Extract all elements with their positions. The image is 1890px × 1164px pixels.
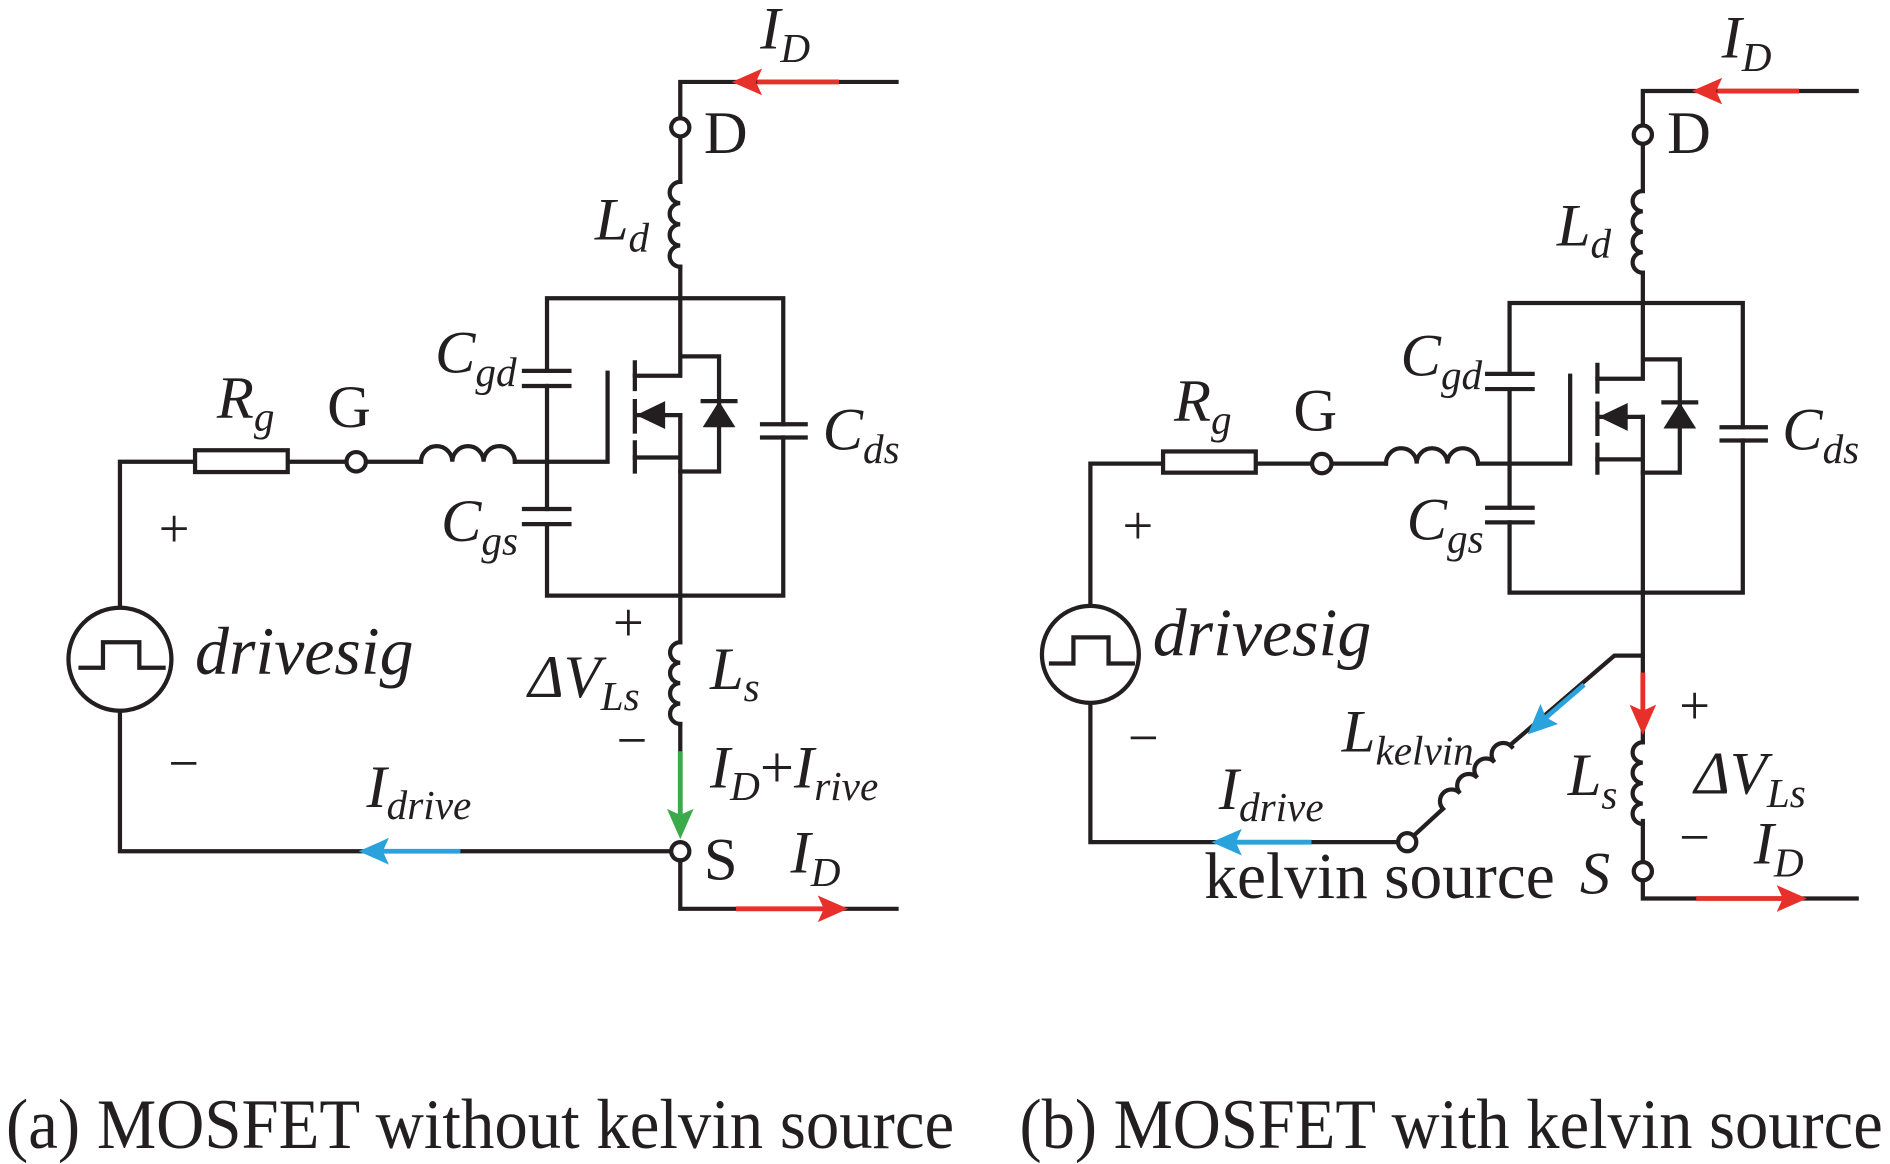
square-wave-icon	[78, 640, 166, 670]
drive-current-arrowhead	[358, 837, 389, 865]
label-drivesig: drivesig	[1153, 596, 1372, 671]
cgs-capacitor	[521, 506, 572, 527]
label-cds: Cds	[823, 397, 900, 472]
cgd-capacitor	[1485, 371, 1535, 392]
label-plus: +	[159, 498, 190, 559]
square-wave-icon	[1048, 635, 1135, 666]
label-id-bottom: ID	[1753, 810, 1804, 885]
label-s: S	[1580, 841, 1610, 908]
output-current-arrowhead	[817, 895, 849, 923]
label-ls: Ls	[709, 636, 760, 710]
source-terminal	[669, 840, 692, 863]
gate-wire	[117, 459, 674, 854]
gate-terminal	[1309, 451, 1334, 476]
label-rg: Rg	[216, 365, 275, 439]
kelvin-current-arrow	[1543, 682, 1586, 721]
label-id-plus-idrive: ID+Irive	[709, 735, 878, 809]
label-lkelvin: Lkelvin	[1341, 698, 1474, 773]
label-ls: Ls	[1567, 742, 1618, 817]
label-cgs: Cgs	[1407, 486, 1484, 561]
label-cgd: Cgd	[1401, 323, 1483, 398]
drive-current-arrowhead	[1211, 828, 1242, 856]
label-id-top: ID	[1721, 5, 1772, 80]
capacitor-frame	[1507, 300, 1745, 595]
panel-a-circuit: ID D Ld Cgd Cgs Cds Rg G + − drivesig + …	[66, 0, 900, 923]
label-cds: Cds	[1782, 397, 1859, 472]
gate-resistor	[192, 448, 290, 475]
capacitor-frame	[544, 296, 786, 598]
label-ls-plus: +	[613, 592, 644, 653]
label-ld: Ld	[594, 186, 650, 260]
gate-wire	[1088, 461, 1401, 845]
drain-terminal	[669, 116, 692, 139]
gate-inductor	[418, 444, 518, 464]
label-idrive: Idrive	[365, 754, 471, 828]
caption-a: (a) MOSFET without kelvin source	[6, 1085, 954, 1164]
caption-b: (b) MOSFET with kelvin source	[1020, 1085, 1883, 1164]
label-minus: −	[1128, 707, 1159, 768]
label-ls-minus: −	[1679, 807, 1710, 868]
label-ld: Ld	[1556, 192, 1612, 266]
drain-current-arrowhead	[1691, 77, 1723, 105]
label-s: S	[704, 827, 738, 894]
kelvin-current-arrowhead	[1527, 704, 1559, 735]
gate-inductor	[1383, 446, 1481, 466]
label-g: G	[327, 374, 371, 441]
source-inductor	[1630, 740, 1645, 827]
label-id-top: ID	[759, 0, 810, 71]
label-idrive: Idrive	[1218, 756, 1324, 830]
label-cgd: Cgd	[435, 320, 517, 395]
label-kelvin-source: kelvin source	[1204, 841, 1555, 913]
drive-signal-source	[66, 605, 174, 713]
drain-terminal	[1631, 123, 1655, 146]
label-cgs: Cgs	[441, 488, 518, 563]
kelvin-source-terminal	[1395, 830, 1419, 854]
label-delta-vls: ΔVLs	[525, 644, 639, 719]
source-current-arrowhead	[666, 808, 694, 840]
label-ls-minus: −	[617, 710, 648, 771]
label-d: D	[704, 100, 748, 167]
body-diode	[702, 401, 736, 428]
drain-inductor	[667, 179, 683, 269]
cgs-capacitor	[1485, 505, 1535, 525]
label-id-bottom: ID	[790, 819, 841, 894]
label-d: D	[1667, 100, 1711, 167]
source-current-arrowhead	[1629, 704, 1657, 735]
source-output-wire	[1640, 878, 1859, 901]
gate-terminal	[344, 449, 369, 474]
body-diode	[1663, 402, 1697, 429]
label-delta-vls: ΔVLs	[1691, 741, 1805, 816]
label-drivesig: drivesig	[195, 614, 414, 689]
label-ls-plus: +	[1679, 675, 1710, 736]
source-terminal	[1631, 860, 1655, 883]
mosfet-symbol	[512, 360, 738, 474]
gate-resistor	[1160, 449, 1258, 475]
drain-current-arrowhead	[731, 68, 763, 96]
cds-capacitor	[759, 422, 808, 440]
label-g: G	[1293, 377, 1337, 444]
source-inductor	[668, 640, 683, 727]
cgd-capacitor	[521, 368, 572, 389]
label-minus: −	[168, 733, 199, 794]
output-current-arrowhead	[1776, 885, 1808, 912]
drive-signal-source	[1039, 603, 1141, 705]
drain-inductor	[1630, 188, 1645, 275]
panel-b-circuit: ID D Ld Cgd Cgs Cds Rg G + − drivesig + …	[1039, 5, 1859, 913]
label-plus: +	[1122, 495, 1153, 556]
cds-capacitor	[1719, 425, 1768, 443]
label-rg: Rg	[1173, 368, 1232, 442]
mosfet-symbol	[1475, 362, 1699, 475]
